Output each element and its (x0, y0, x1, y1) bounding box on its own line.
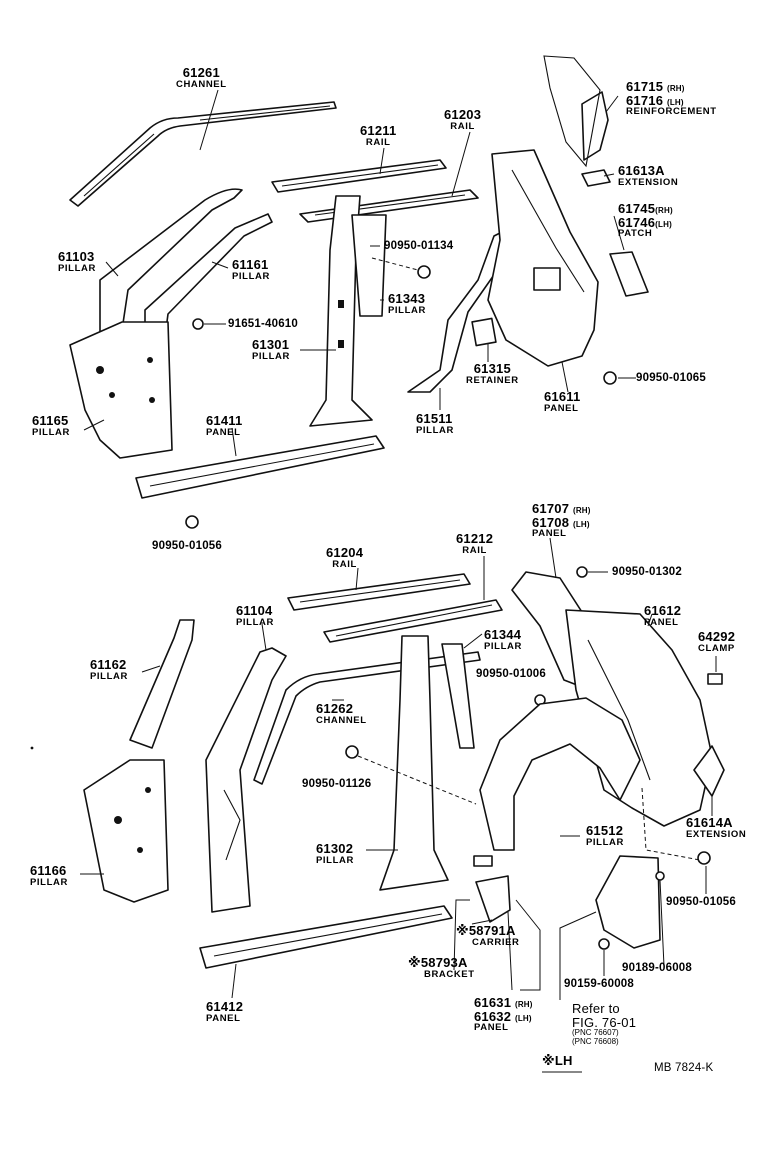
part-61412-panel (199, 905, 453, 969)
bolt-90159-60008 (598, 938, 610, 950)
part-61301-pillar (309, 195, 373, 427)
bolt-90189-06008 (655, 871, 665, 881)
part-61204-rail (287, 573, 471, 611)
label-90950-01134: 90950-01134 (384, 240, 454, 252)
part-61104-pillar (205, 647, 287, 913)
bolt-91651-40610 (192, 318, 204, 330)
part-58793a-bracket (473, 855, 493, 867)
label-61715-61716: 61715 (RH)61716 (LH)REINFORCEMENT (626, 79, 717, 118)
part-61302-pillar (379, 635, 449, 891)
label-61745-61746: 61745(RH)61746(LH)PATCH (618, 201, 673, 240)
label-61707-61708: 61707 (RH)61708 (LH)PANEL (532, 501, 591, 540)
bolt-90950-01065 (603, 371, 617, 385)
label-90159-60008: 90159-60008 (564, 978, 634, 990)
part-61315-retainer (471, 317, 497, 347)
label-90950-01056-upper: 90950-01056 (152, 540, 222, 552)
label-91651-40610: 91651-40610 (228, 318, 298, 330)
part-61262-channel (253, 651, 481, 785)
label-61631-61632: 61631 (RH)61632 (LH)PANEL (474, 995, 533, 1034)
label-lh-note: ※LH (542, 1053, 573, 1068)
bolt-90950-01126 (345, 745, 359, 759)
part-61611-panel (487, 149, 599, 367)
label-90950-01056-lower: 90950-01056 (666, 896, 736, 908)
label-90950-01302: 90950-01302 (612, 566, 682, 578)
bolt-90950-01134 (417, 265, 431, 279)
label-90950-01006: 90950-01006 (476, 668, 546, 680)
label-90950-01126: 90950-01126 (302, 778, 372, 790)
part-61261-channel (69, 101, 337, 207)
label-90189-06008: 90189-06008 (622, 962, 692, 974)
part-61613a-extension (581, 169, 611, 187)
part-61203-rail (299, 189, 479, 223)
part-61512-pillar (479, 697, 641, 851)
part-61715-reinforcement (581, 91, 609, 161)
part-mud-guard (595, 855, 661, 949)
bolt-90950-01056-upper (185, 515, 199, 529)
part-61344-pillar (441, 643, 475, 749)
bolt-90950-01056-lower (697, 851, 711, 865)
bolt-90950-01302 (576, 566, 588, 578)
part-61411-panel (135, 435, 385, 499)
part-61166-pillar (83, 759, 169, 903)
label-90950-01065: 90950-01065 (636, 372, 706, 384)
part-58791a-carrier (475, 875, 511, 923)
diagram-code: MB 7824-K (654, 1062, 714, 1074)
part-61614a-extension (693, 745, 725, 797)
part-61162-pillar (129, 619, 195, 749)
part-64292-clamp (707, 673, 723, 685)
part-61165-pillar (69, 321, 173, 459)
part-61103-pillar (99, 188, 243, 336)
part-61343-pillar (351, 214, 387, 317)
part-61745-patch (609, 251, 649, 297)
